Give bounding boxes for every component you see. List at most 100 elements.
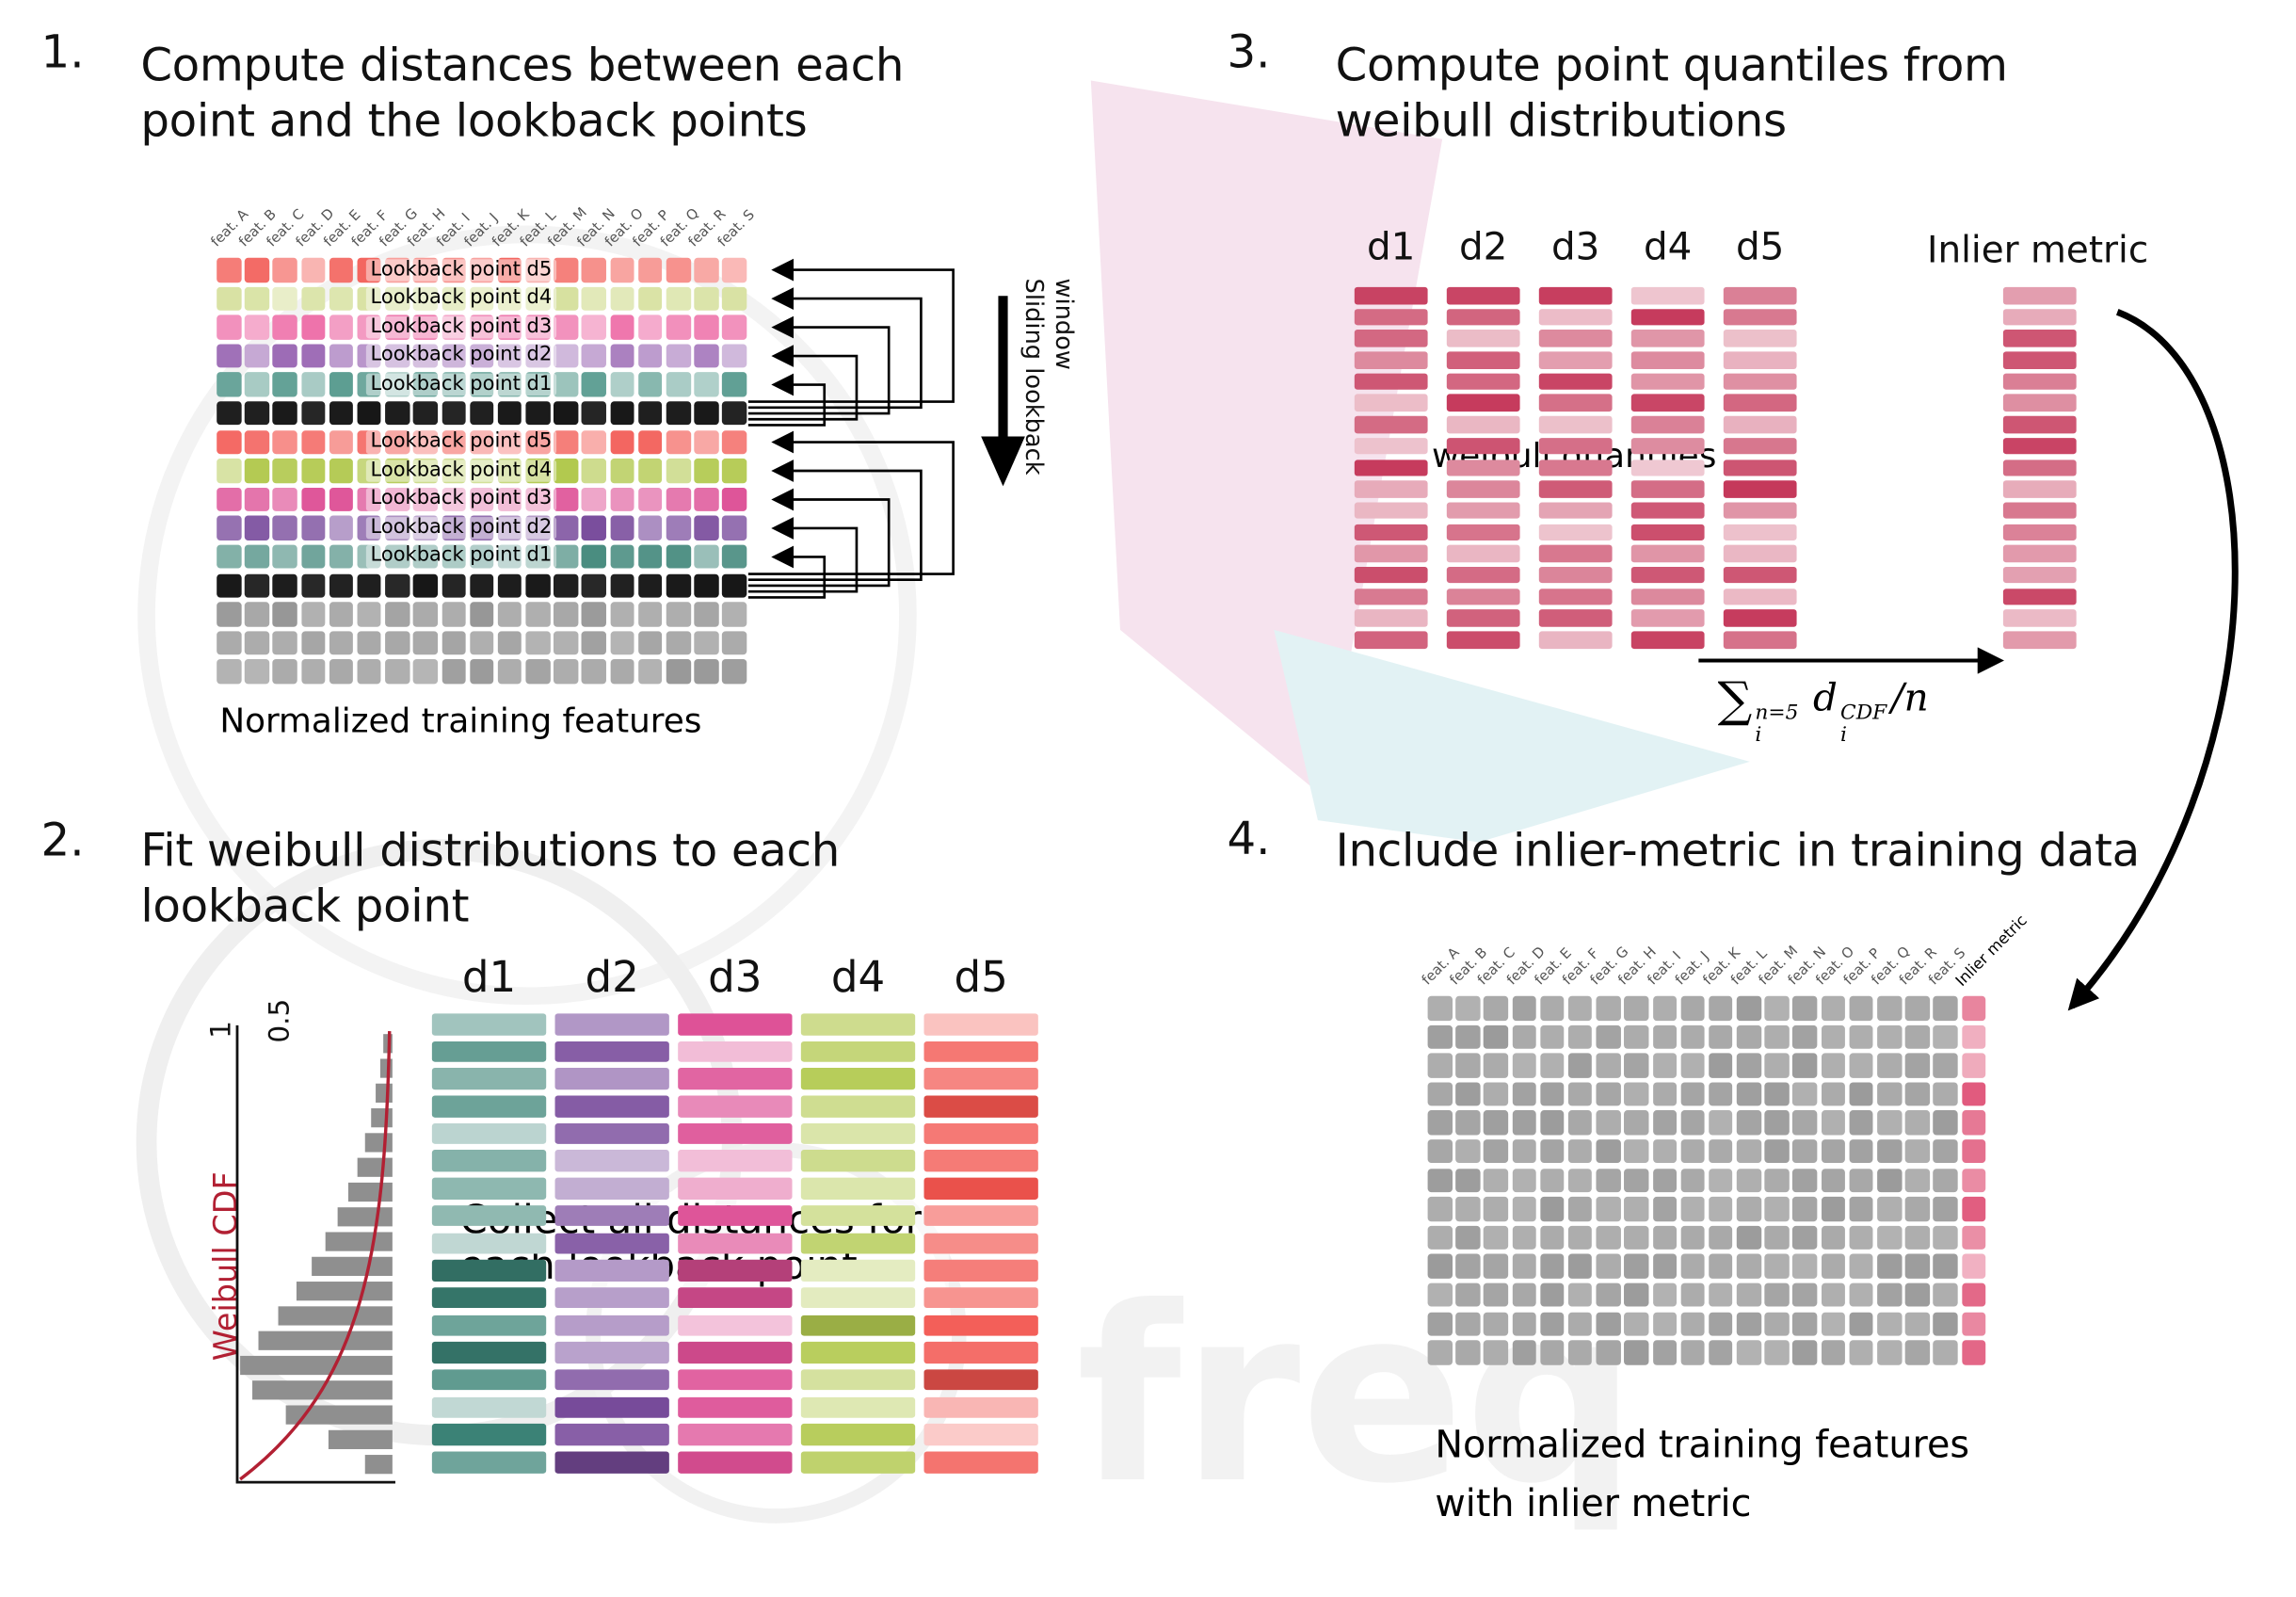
grid-cell xyxy=(329,630,354,655)
grid-cell xyxy=(272,573,297,598)
grid-cell xyxy=(1792,1282,1818,1308)
distance-bar xyxy=(800,1122,916,1145)
inlier-metric-bar xyxy=(2002,286,2077,304)
grid-row xyxy=(217,630,747,655)
grid-cell xyxy=(1539,1110,1565,1136)
panel4-caption-line2: with inlier metric xyxy=(1435,1481,1752,1526)
quantile-bar xyxy=(1723,545,1797,562)
grid-cell xyxy=(245,659,269,685)
grid-cell xyxy=(300,286,326,311)
step-3-number: 3. xyxy=(1227,25,1271,79)
grid-cell xyxy=(1736,1082,1761,1106)
grid-cell xyxy=(413,659,438,685)
grid-cell xyxy=(666,459,691,483)
grid-cell xyxy=(469,630,494,655)
distance-bar xyxy=(431,1287,547,1309)
distance-bar xyxy=(678,1068,793,1090)
grid-cell xyxy=(1904,1254,1930,1279)
grid-cell xyxy=(1821,1282,1846,1308)
distance-bar xyxy=(431,1040,547,1063)
grid-cell xyxy=(666,429,691,455)
grid-cell xyxy=(217,659,241,685)
panel-4: 4. Include inlier-metric in training dat… xyxy=(1142,791,2296,1597)
grid-cell xyxy=(413,286,438,311)
grid-cell xyxy=(610,429,634,455)
grid-cell xyxy=(610,659,634,685)
grid-cell xyxy=(1596,1053,1621,1078)
grid-cell xyxy=(1877,1282,1902,1308)
quantile-bar xyxy=(1630,286,1705,304)
grid-cell xyxy=(272,659,297,685)
quantile-bar xyxy=(1723,437,1797,455)
grid-cell xyxy=(1455,1024,1481,1049)
grid-cell xyxy=(1904,1110,1930,1136)
grid-cell xyxy=(1567,1340,1593,1365)
grid-cell xyxy=(694,429,719,455)
grid-cell xyxy=(245,630,269,655)
grid-cell xyxy=(272,459,297,483)
grid-cell xyxy=(217,516,241,540)
grid-cell xyxy=(1849,1053,1873,1078)
grid-cell xyxy=(272,257,297,282)
grid-cell xyxy=(357,487,382,512)
grid-cell xyxy=(582,344,606,368)
grid-cell xyxy=(357,372,382,397)
grid-cell xyxy=(666,602,691,627)
grid-cell xyxy=(1512,1053,1536,1078)
grid-cell xyxy=(1904,1311,1930,1336)
lookback-row-label: Lookback point d5 xyxy=(365,258,556,282)
distance-bar xyxy=(554,1287,669,1309)
grid-cell xyxy=(413,602,438,627)
grid-cell xyxy=(217,602,241,627)
grid-cell xyxy=(1652,1254,1678,1279)
grid-cell xyxy=(554,544,579,570)
grid-cell xyxy=(469,459,494,483)
grid-cell xyxy=(1652,1024,1678,1049)
grid-row xyxy=(217,573,747,598)
inlier-cell xyxy=(1961,1024,1986,1049)
grid-cell xyxy=(1512,1225,1536,1250)
grid-cell xyxy=(637,630,663,655)
inlier-cell xyxy=(1961,1311,1986,1336)
grid-cell xyxy=(554,630,579,655)
grid-cell xyxy=(722,315,747,340)
grid-cell xyxy=(1652,1340,1678,1365)
grid-cell xyxy=(497,401,522,426)
grid-row xyxy=(1427,1082,1986,1106)
grid-cell xyxy=(1427,1168,1453,1193)
step-2-title: Fit weibull distributions to each lookba… xyxy=(140,824,840,934)
quantile-bar xyxy=(1354,631,1428,649)
grid-cell xyxy=(582,630,606,655)
grid-cell xyxy=(637,257,663,282)
inlier-metric-bar xyxy=(2002,545,2077,562)
grid-cell xyxy=(357,429,382,455)
inlier-metric-bar xyxy=(2002,330,2077,347)
grid-cell xyxy=(694,372,719,397)
grid-cell xyxy=(1652,1139,1678,1164)
distance-arrow xyxy=(747,373,827,427)
quantile-column xyxy=(1354,286,1428,653)
grid-cell xyxy=(1680,1082,1705,1106)
grid-cell xyxy=(1455,1311,1481,1336)
grid-cell xyxy=(1539,995,1565,1021)
grid-cell xyxy=(1455,1139,1481,1164)
grid-cell xyxy=(1877,1168,1902,1193)
grid-row: Lookback point d5 xyxy=(217,430,747,455)
lookback-row-label: Lookback point d2 xyxy=(365,516,556,540)
grid-cell xyxy=(441,257,466,282)
histogram-bar xyxy=(328,1429,393,1449)
distance-bar xyxy=(923,1315,1038,1336)
grid-cell xyxy=(1567,1282,1593,1308)
distance-bar xyxy=(431,1315,547,1336)
grid-cell xyxy=(1933,1053,1958,1078)
grid-cell xyxy=(1849,1225,1873,1250)
grid-cell xyxy=(637,602,663,627)
grid-cell xyxy=(1736,1311,1761,1336)
grid-cell xyxy=(497,459,522,483)
quantile-bar xyxy=(1446,415,1520,433)
distance-bar xyxy=(800,1342,916,1363)
quantile-bar xyxy=(1630,566,1705,584)
quantile-bar xyxy=(1630,395,1705,411)
quantile-col-header: d2 xyxy=(1458,225,1508,270)
panel1-caption: Normalized training features xyxy=(219,702,702,742)
